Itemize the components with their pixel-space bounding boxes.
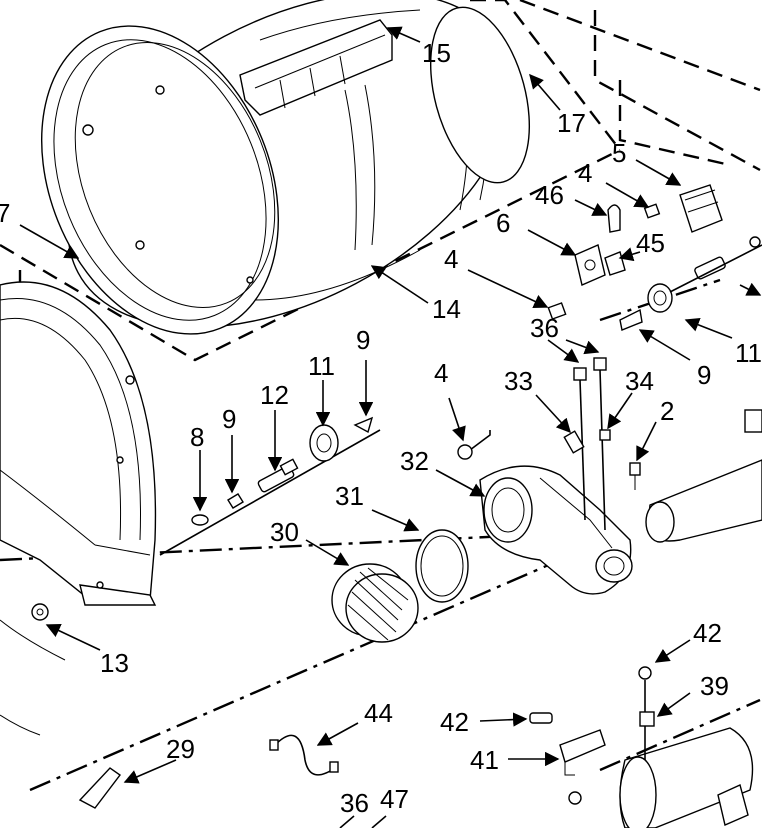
callout-4-top: 4 [578, 158, 592, 188]
blower-seal[interactable] [415, 529, 469, 603]
shaft-assembly-left[interactable] [159, 416, 381, 556]
callout-34: 34 [625, 366, 654, 396]
front-bulkhead[interactable] [0, 281, 157, 736]
callout-5: 5 [612, 138, 626, 168]
callout-9-top: 9 [356, 325, 370, 355]
lower-right-assembly[interactable] [529, 666, 754, 828]
screws[interactable] [457, 357, 641, 531]
callout-17: 17 [557, 108, 586, 138]
leader-arrows [19, 26, 762, 828]
callout-41: 41 [470, 745, 499, 775]
callout-33: 33 [504, 366, 533, 396]
blower-wheel[interactable] [331, 563, 419, 643]
front-roller[interactable] [31, 603, 49, 621]
callout-9-right: 9 [697, 360, 711, 390]
callout-13: 13 [100, 648, 129, 678]
callout-31: 31 [335, 481, 364, 511]
callout-4-mid: 4 [444, 244, 458, 274]
callout-45: 45 [636, 228, 665, 258]
callout-36-bottom: 36 [340, 788, 369, 818]
blower-housing[interactable] [479, 465, 633, 595]
callout-39: 39 [700, 671, 729, 701]
callout-44: 44 [364, 698, 393, 728]
callout-11-left: 11 [308, 351, 335, 381]
callout-42-left: 42 [440, 707, 469, 737]
callout-36-top: 36 [530, 313, 559, 343]
callout-29: 29 [166, 734, 195, 764]
callout-6: 6 [496, 208, 510, 238]
drum[interactable] [0, 0, 568, 396]
callout-30: 30 [270, 517, 299, 547]
motor[interactable] [645, 409, 762, 543]
callout-8: 8 [190, 422, 204, 452]
callout-15: 15 [422, 38, 451, 68]
callout-42-right: 42 [693, 618, 722, 648]
callout-9-left: 9 [222, 404, 236, 434]
callout-labels: 15 17 7 5 4 46 6 45 4 14 11 9 36 9 11 12… [0, 38, 762, 818]
callout-14: 14 [432, 294, 461, 324]
callout-12: 12 [260, 380, 289, 410]
callout-2: 2 [660, 396, 674, 426]
callout-32: 32 [400, 446, 429, 476]
callout-46: 46 [535, 180, 564, 210]
shaft-assembly-right[interactable] [619, 236, 762, 331]
callout-4-low: 4 [434, 358, 448, 388]
drum-baffle[interactable] [239, 19, 393, 116]
clip[interactable] [78, 767, 121, 809]
callout-47: 47 [380, 784, 409, 814]
wire-harness[interactable] [269, 734, 339, 776]
callout-11-right: 11 [735, 338, 762, 368]
callout-7: 7 [0, 198, 10, 228]
